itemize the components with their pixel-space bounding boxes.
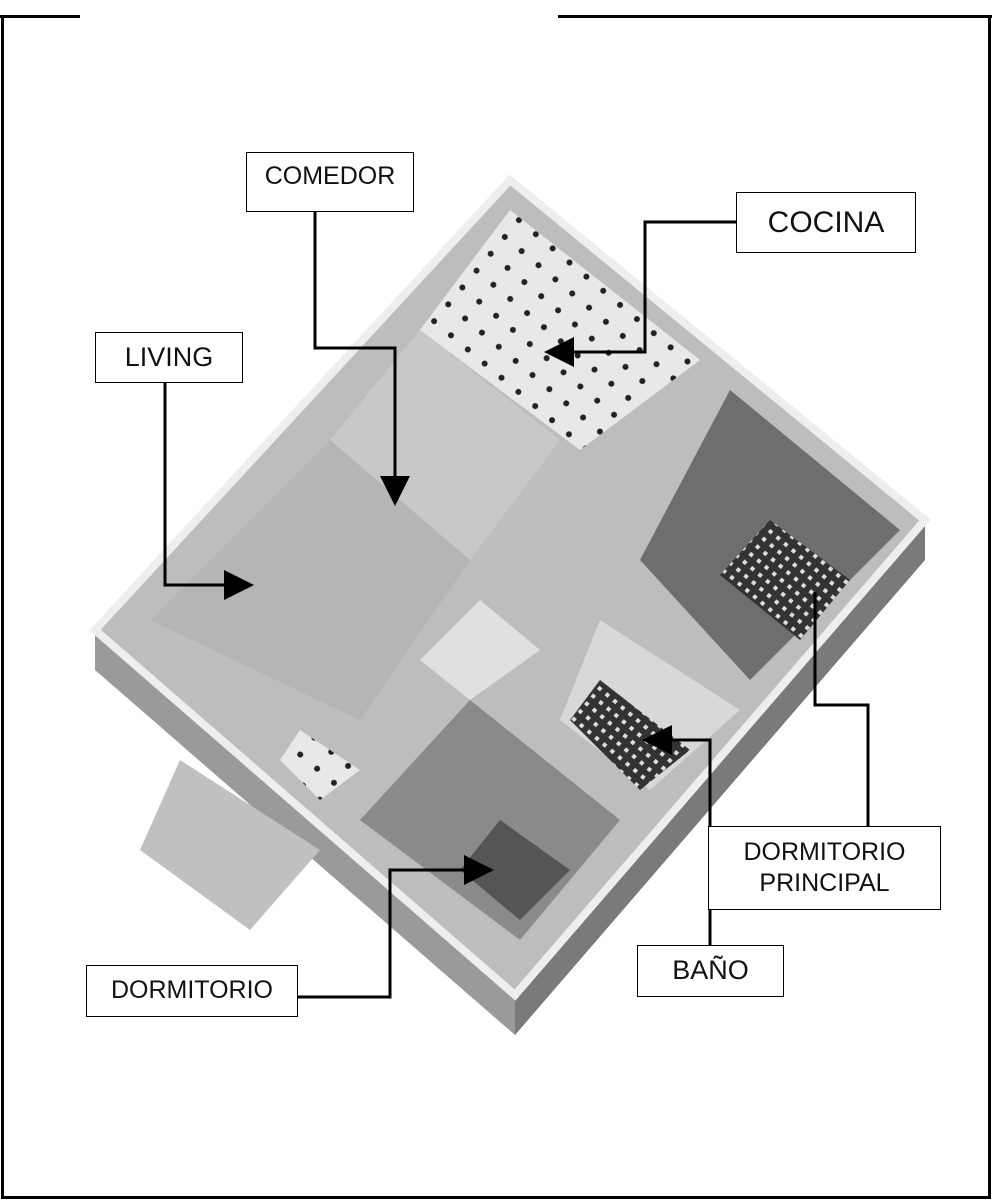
frame-top-left <box>0 15 80 18</box>
label-living: LIVING <box>95 332 243 383</box>
label-cocina-text: COCINA <box>767 205 885 239</box>
frame-top-right <box>558 15 992 18</box>
house-wall-left <box>95 630 515 1035</box>
bano-floor <box>570 680 690 790</box>
label-comedor: COMEDOR <box>246 152 414 212</box>
room-comedor <box>330 330 560 560</box>
terrace <box>140 760 320 930</box>
frame-bottom <box>1 1196 991 1199</box>
house-wall-right <box>515 520 925 1035</box>
label-dormitorio-text: DORMITORIO <box>110 976 274 1005</box>
leader-living <box>163 383 254 600</box>
label-dormitorio-principal-line1: DORMITORIO <box>743 837 906 866</box>
room-cocina <box>420 210 700 450</box>
label-dormitorio: DORMITORIO <box>86 965 298 1017</box>
leader-comedor <box>313 212 410 506</box>
frame-right <box>988 15 991 1199</box>
label-dormitorio-principal-line2: PRINCIPAL <box>759 869 890 897</box>
leader-dormitorio <box>298 855 494 999</box>
label-bano: BAÑO <box>637 945 784 997</box>
leader-dormitorio-principal <box>813 592 870 826</box>
entry-tiles <box>280 730 360 800</box>
stairs <box>420 600 540 700</box>
bed-principal <box>720 520 850 640</box>
label-comedor-text: COMEDOR <box>264 162 396 190</box>
frame-left <box>1 15 4 1199</box>
label-dormitorio-principal: DORMITORIO PRINCIPAL <box>708 826 941 910</box>
bed-dormitorio <box>460 820 570 920</box>
label-living-text: LIVING <box>124 341 214 372</box>
label-cocina: COCINA <box>736 192 916 253</box>
room-living <box>150 440 470 720</box>
leader-cocina <box>544 220 736 367</box>
house-floor <box>89 174 931 1001</box>
label-bano-text: BAÑO <box>672 955 749 986</box>
